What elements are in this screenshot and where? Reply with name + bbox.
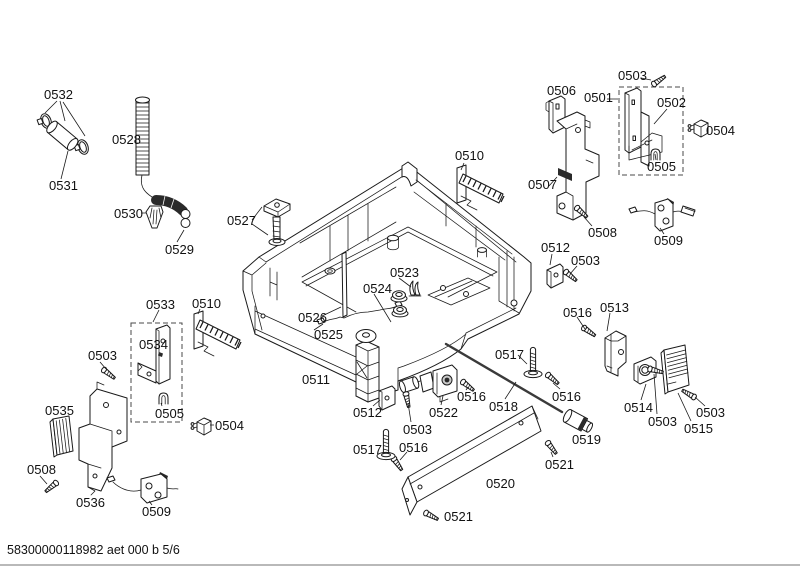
part-0535-pad-sketch: [49, 415, 74, 458]
part-label-0503-2: 0503: [571, 253, 600, 268]
part-label-0506: 0506: [547, 83, 576, 98]
part-0512-bracket-right-sketch: [546, 263, 564, 289]
part-label-0508-1: 0508: [588, 225, 617, 240]
part-label-0518: 0518: [489, 399, 518, 414]
part-label-0521-1: 0521: [545, 457, 574, 472]
part-label-0536: 0536: [76, 495, 105, 510]
part-0518-rod-sketch: [444, 342, 564, 414]
part-0529-hose-elbow-sketch: [151, 195, 191, 228]
part-0523-clip-sketch: [408, 280, 422, 297]
part-label-0505-2: 0505: [155, 406, 184, 421]
part-label-0503-1: 0503: [618, 68, 647, 83]
part-label-0507: 0507: [528, 177, 557, 192]
part-label-0528: 0528: [112, 132, 141, 147]
part-label-0526: 0526: [298, 310, 327, 325]
part-label-0525: 0525: [314, 327, 343, 342]
part-label-0535: 0535: [45, 403, 74, 418]
group-box-0533: [130, 322, 183, 423]
part-label-0517-2: 0517: [495, 347, 524, 362]
part-0509-switch-left-sketch: [106, 472, 179, 504]
part-0519-cap-sketch: [562, 409, 594, 433]
part-label-0510-left: 0510: [192, 296, 221, 311]
part-label-0517-1: 0517: [353, 442, 382, 457]
part-label-0516-3: 0516: [552, 389, 581, 404]
part-label-0508-2: 0508: [27, 462, 56, 477]
part-label-0503-4: 0503: [403, 422, 432, 437]
part-0536-bracket-sketch: [78, 381, 128, 496]
part-label-0516-2: 0516: [399, 440, 428, 455]
part-label-0529: 0529: [165, 242, 194, 257]
part-0512-bracket-bottom-sketch: [378, 385, 396, 411]
part-label-0511: 0511: [302, 372, 330, 387]
part-0502-bracket-sketch: [624, 87, 663, 167]
part-label-0502: 0502: [657, 95, 686, 110]
part-label-0533: 0533: [146, 297, 175, 312]
group-box-0501: [618, 86, 684, 176]
part-label-0512-2: 0512: [353, 405, 382, 420]
part-label-0509-2: 0509: [142, 504, 171, 519]
part-0520-plinth-panel-sketch: [401, 405, 542, 516]
part-label-0503-5: 0503: [648, 414, 677, 429]
part-label-0501: 0501: [584, 90, 613, 105]
part-label-0515: 0515: [684, 421, 713, 436]
doc-code: 58300000118982 aet 000 b 5/6: [7, 543, 180, 557]
part-label-0516-1: 0516: [457, 389, 486, 404]
part-label-0531: 0531: [49, 178, 78, 193]
part-0527-screw-cap-sketch: [263, 198, 291, 246]
part-label-0505-1: 0505: [647, 159, 676, 174]
part-label-0523: 0523: [390, 265, 419, 280]
part-label-0527: 0527: [227, 213, 256, 228]
part-0509-switch-right-sketch: [628, 198, 696, 232]
part-0528-drain-hose-sketch: [135, 96, 158, 201]
part-0513-bracket-sketch: [604, 330, 627, 377]
part-0514-plate-sketch: [633, 356, 657, 385]
part-label-0524: 0524: [363, 281, 392, 296]
part-label-0530: 0530: [114, 206, 143, 221]
part-label-0519: 0519: [572, 432, 601, 447]
part-label-0534: 0534: [139, 337, 168, 352]
part-0507-bracket-sketch: [556, 111, 600, 221]
part-label-0510-top: 0510: [455, 148, 484, 163]
part-0534-bracket-sketch: [137, 324, 171, 385]
part-label-0514: 0514: [624, 400, 653, 415]
part-label-0516-4: 0516: [563, 305, 592, 320]
bottom-border-line: [0, 564, 800, 566]
part-0511-base-pan-sketch: [242, 161, 532, 403]
part-label-0504-2: 0504: [215, 418, 244, 433]
leader-lines: [39, 77, 706, 506]
part-label-0532: 0532: [44, 87, 73, 102]
part-label-0520: 0520: [486, 476, 515, 491]
part-0531-hose-piece-sketch: [35, 111, 91, 158]
part-label-0512-1: 0512: [541, 240, 570, 255]
part-label-0513: 0513: [600, 300, 629, 315]
part-label-0503-3: 0503: [88, 348, 117, 363]
part-label-0509-1: 0509: [654, 233, 683, 248]
part-0522-actuator-sketch: [398, 364, 458, 403]
part-0530-clip-sketch: [145, 205, 164, 229]
part-label-0504-1: 0504: [706, 123, 735, 138]
part-label-0521-2: 0521: [444, 509, 473, 524]
part-label-0522: 0522: [429, 405, 458, 420]
part-0526-rod-sketch: [341, 251, 348, 318]
part-0515-vent-grille-sketch: [660, 344, 690, 395]
part-label-0503-6: 0503: [696, 405, 725, 420]
